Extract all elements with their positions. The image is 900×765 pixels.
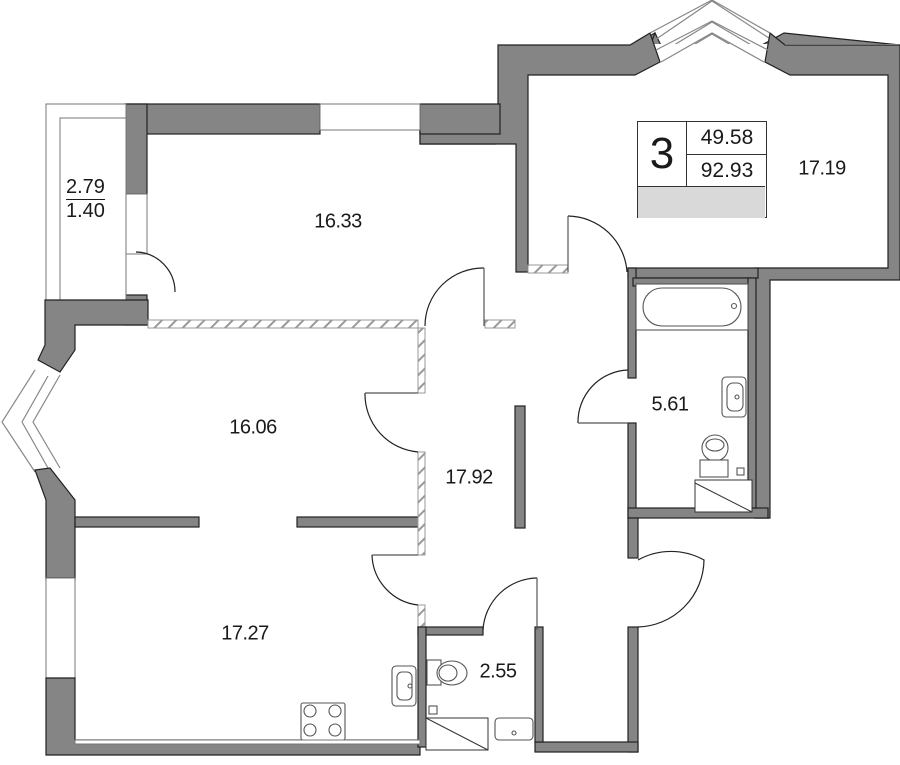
total-area: 92.93 — [700, 159, 754, 182]
living-area: 49.58 — [687, 122, 767, 155]
balcony-area-reduced: 1.40 — [66, 200, 105, 222]
balcony-area: 2.79 — [66, 176, 105, 200]
room-area-17-92: 17.92 — [445, 466, 493, 489]
room-area-17-19: 17.19 — [798, 157, 846, 180]
room-area-5-61: 5.61 — [651, 393, 689, 416]
room-area-17-27: 17.27 — [221, 622, 269, 645]
doors — [135, 215, 705, 631]
balcony-area-label: 2.79 1.40 — [66, 176, 105, 222]
bathroom-fixtures — [632, 277, 757, 513]
room-area-2-55: 2.55 — [479, 660, 517, 683]
info-bar — [638, 186, 765, 218]
apartment-info-box: 3 49.58 92.93 — [637, 121, 767, 218]
wc-fixtures — [391, 659, 534, 741]
room-area-16-33: 16.33 — [314, 210, 362, 233]
stove-icon — [300, 702, 346, 741]
room-count: 3 — [638, 122, 687, 186]
room-area-16-06: 16.06 — [229, 416, 277, 439]
